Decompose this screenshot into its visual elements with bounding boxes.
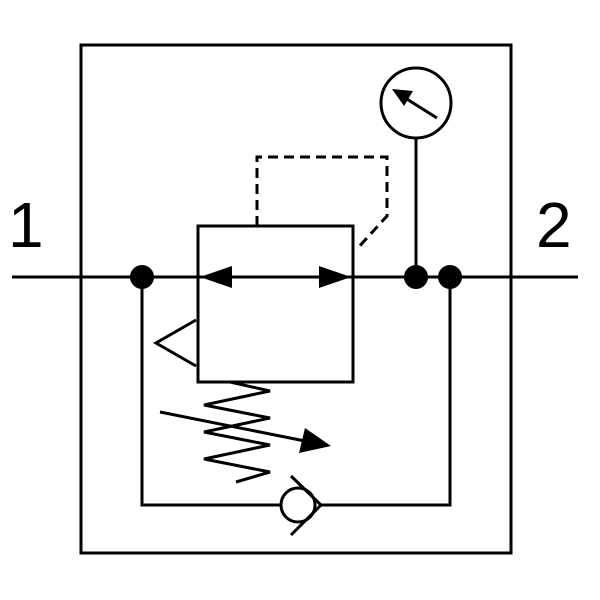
drain-triangle-icon bbox=[152, 318, 197, 368]
junction-dot-inlet bbox=[130, 265, 154, 289]
inlet-port-label: 1 bbox=[8, 189, 44, 261]
bypass-line-right bbox=[321, 277, 452, 507]
outlet-port-label: 2 bbox=[536, 189, 572, 261]
junction-dot-gauge bbox=[404, 265, 428, 289]
flow-arrow-right-icon bbox=[319, 266, 351, 288]
check-valve-seat-icon bbox=[289, 474, 324, 537]
pressure-gauge-icon bbox=[379, 66, 453, 140]
adjustment-arrow-icon bbox=[299, 428, 331, 453]
valve-body bbox=[196, 224, 355, 384]
junction-dot-outlet bbox=[438, 265, 462, 289]
pilot-line bbox=[255, 155, 389, 252]
enclosure-box bbox=[79, 43, 513, 555]
bypass-line-left bbox=[140, 277, 281, 507]
gauge-needle bbox=[401, 94, 438, 120]
gauge-needle-arrow-icon bbox=[392, 89, 413, 106]
adjustment-arrow-line bbox=[159, 410, 306, 443]
flow-arrow-left-icon bbox=[200, 266, 232, 288]
check-valve-ball-icon bbox=[279, 486, 317, 524]
spring-icon bbox=[203, 380, 271, 484]
